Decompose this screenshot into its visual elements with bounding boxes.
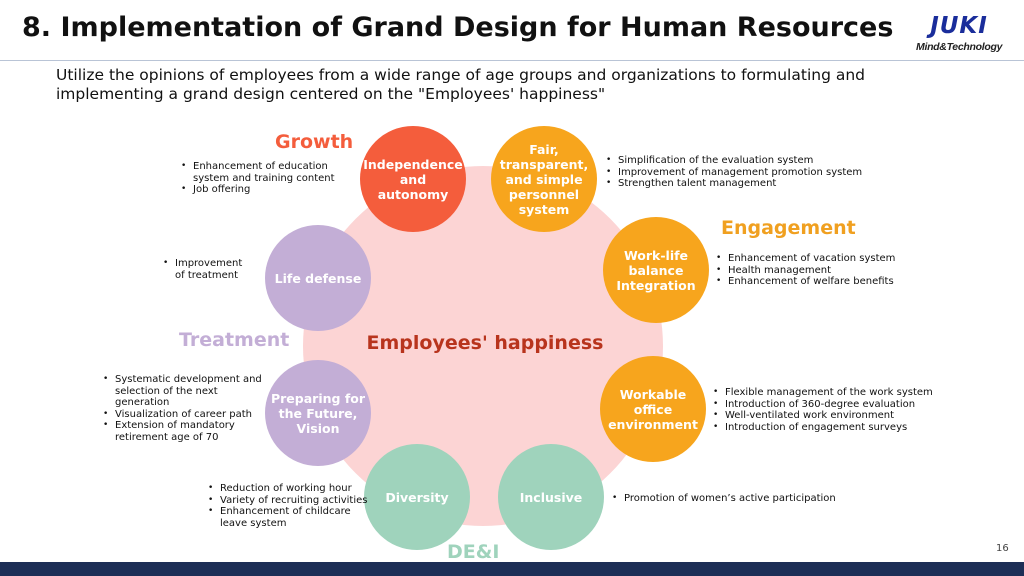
category-growth: Growth [275,131,354,153]
circle-independence: Independence and autonomy [360,126,466,232]
list-item: Introduction of 360-degree evaluation [713,399,943,411]
list-item: Systematic development and selection of … [103,374,268,409]
footer-bar [0,562,1024,576]
list-item: Improvement of treatment [163,258,253,281]
list-item: Introduction of engagement surveys [713,422,943,434]
bullets-diversity: Reduction of working hour Variety of rec… [208,483,368,529]
logo-tagline: Mind&Technology [916,41,1003,53]
category-dei: DE&I [447,541,500,563]
list-item: Job offering [181,184,361,196]
bullets-preparing: Systematic development and selection of … [103,374,268,444]
circle-inclusive: Inclusive [498,444,604,550]
list-item: Variety of recruiting activities [208,495,368,507]
slide-subtitle: Utilize the opinions of employees from a… [56,66,865,103]
bullets-independence: Enhancement of education system and trai… [181,161,361,196]
list-item: Reduction of working hour [208,483,368,495]
category-treatment: Treatment [179,329,290,351]
list-item: Simplification of the evaluation system [606,155,866,167]
list-item: Promotion of women’s active participatio… [612,493,852,505]
center-label: Employees' happiness [366,332,604,354]
circle-life-defense: Life defense [265,225,371,331]
page-number: 16 [996,543,1009,554]
list-item: Health management [716,265,916,277]
circle-fair-system: Fair, transparent, and simple personnel … [491,126,597,232]
bullets-workable-office: Flexible management of the work system I… [713,387,943,433]
circle-worklife: Work-life balance Integration [603,217,709,323]
list-item: Well-ventilated work environment [713,410,943,422]
list-item: Extension of mandatory retirement age of… [103,420,268,443]
circle-diversity: Diversity [364,444,470,550]
circle-workable-office: Workable office environment [600,356,706,462]
bullets-worklife: Enhancement of vacation system Health ma… [716,253,916,288]
category-engagement: Engagement [721,217,856,239]
list-item: Strengthen talent management [606,178,866,190]
list-item: Flexible management of the work system [713,387,943,399]
list-item: Visualization of career path [103,409,268,421]
list-item: Enhancement of welfare benefits [716,276,916,288]
bullets-inclusive: Promotion of women’s active participatio… [612,493,852,505]
circle-preparing: Preparing for the Future, Vision [265,360,371,466]
list-item: Improvement of management promotion syst… [606,167,866,179]
list-item: Enhancement of childcare leave system [208,506,368,529]
bullets-fair-system: Simplification of the evaluation system … [606,155,866,190]
center-background-circle [303,166,663,526]
list-item: Enhancement of education system and trai… [181,161,361,184]
slide-title: 8. Implementation of Grand Design for Hu… [22,12,894,43]
title-divider [0,60,1024,61]
logo-mark: JUKI [914,14,1004,38]
bullets-life-defense: Improvement of treatment [163,258,253,281]
list-item: Enhancement of vacation system [716,253,916,265]
company-logo: JUKI Mind&Technology [906,14,1010,60]
